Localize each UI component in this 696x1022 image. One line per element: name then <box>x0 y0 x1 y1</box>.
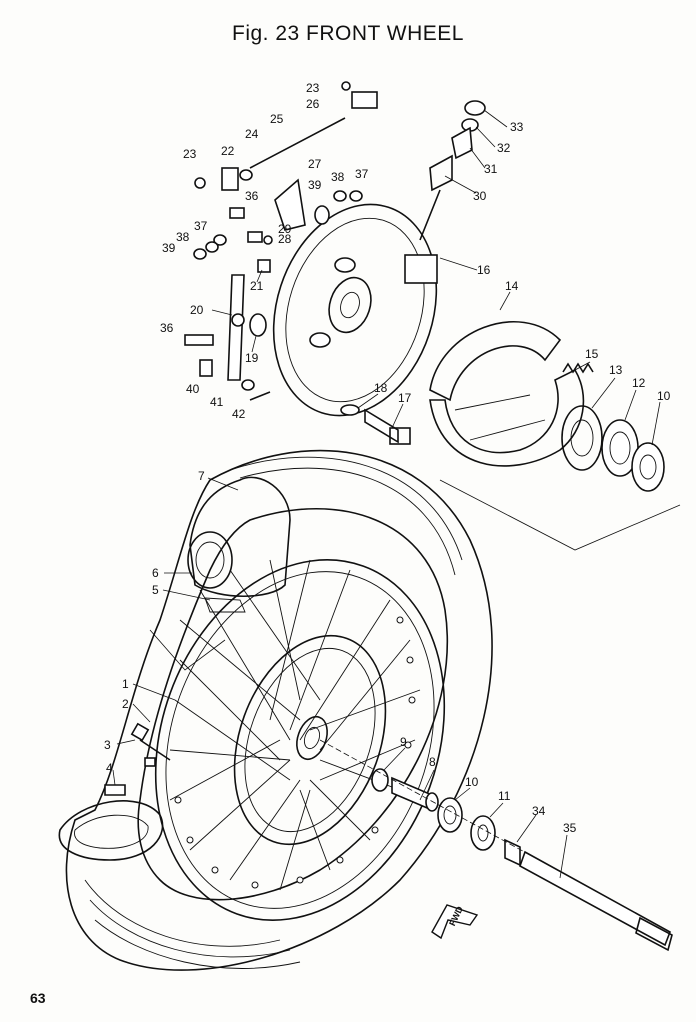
callout-15: 15 <box>585 347 599 361</box>
tire-cutaway-and-tube <box>187 476 291 613</box>
callout-36-lower: 36 <box>160 321 174 335</box>
callout-6: 6 <box>152 566 159 580</box>
callout-2: 2 <box>122 697 129 711</box>
callout-32: 32 <box>497 141 511 155</box>
tire <box>58 449 493 971</box>
callout-35: 35 <box>563 821 577 835</box>
callout-25: 25 <box>270 112 284 126</box>
axle-assembly <box>319 739 673 952</box>
assembly-bracket <box>439 479 681 551</box>
figure-title: Fig. 23 FRONT WHEEL <box>232 22 464 45</box>
callout-12: 12 <box>632 376 646 390</box>
callout-19: 19 <box>245 351 259 365</box>
callout-27: 27 <box>308 157 322 171</box>
callout-20: 20 <box>190 303 204 317</box>
callout-10-upper: 10 <box>657 389 671 403</box>
callout-24: 24 <box>245 127 259 141</box>
hub-gear-and-bearing <box>561 405 665 492</box>
callout-13: 13 <box>609 363 623 377</box>
brake-plate <box>272 203 438 417</box>
callout-31: 31 <box>484 162 498 176</box>
return-spring <box>562 362 594 374</box>
callout-37-upper: 37 <box>355 167 369 181</box>
callout-38-lower: 38 <box>176 230 190 244</box>
callout-17: 17 <box>398 391 412 405</box>
callout-10-lower: 10 <box>465 775 479 789</box>
callout-38-upper: 38 <box>331 170 345 184</box>
callout-39-lower: 39 <box>162 241 176 255</box>
callout-21: 21 <box>250 279 264 293</box>
speedometer-drive <box>419 100 486 241</box>
callout-36-upper: 36 <box>245 189 259 203</box>
callout-23-left: 23 <box>183 147 197 161</box>
page-number: 63 <box>30 990 46 1006</box>
rim-and-spokes <box>154 559 446 921</box>
brake-lever-parts <box>184 81 378 401</box>
callout-23-top: 23 <box>306 81 320 95</box>
callout-22: 22 <box>221 144 235 158</box>
callout-39-upper: 39 <box>308 178 322 192</box>
callout-28: 28 <box>278 232 292 246</box>
callout-33: 33 <box>510 120 524 134</box>
brake-cam <box>340 404 411 445</box>
callout-16: 16 <box>477 263 491 277</box>
callout-labels: 1 2 3 4 5 6 7 8 9 10 10 11 12 13 14 15 1… <box>104 81 671 835</box>
callout-42: 42 <box>232 407 246 421</box>
callout-29: 29 <box>278 222 292 236</box>
callout-4: 4 <box>106 761 113 775</box>
callout-1: 1 <box>122 677 129 691</box>
brake-shoes <box>429 321 585 467</box>
callout-40: 40 <box>186 382 200 396</box>
callout-30: 30 <box>473 189 487 203</box>
callout-41: 41 <box>210 395 224 409</box>
callout-11: 11 <box>498 789 511 803</box>
forward-arrow: FWD <box>431 904 479 940</box>
callout-8: 8 <box>429 755 436 769</box>
callout-18: 18 <box>374 381 388 395</box>
valve-stem <box>104 722 171 796</box>
callout-5: 5 <box>152 583 159 597</box>
callout-7: 7 <box>198 469 205 483</box>
callout-34: 34 <box>532 804 546 818</box>
callout-3: 3 <box>104 738 111 752</box>
callout-37-lower: 37 <box>194 219 208 233</box>
callout-14: 14 <box>505 279 519 293</box>
callout-9: 9 <box>400 735 407 749</box>
callout-leaders <box>112 109 661 879</box>
callout-26: 26 <box>306 97 320 111</box>
